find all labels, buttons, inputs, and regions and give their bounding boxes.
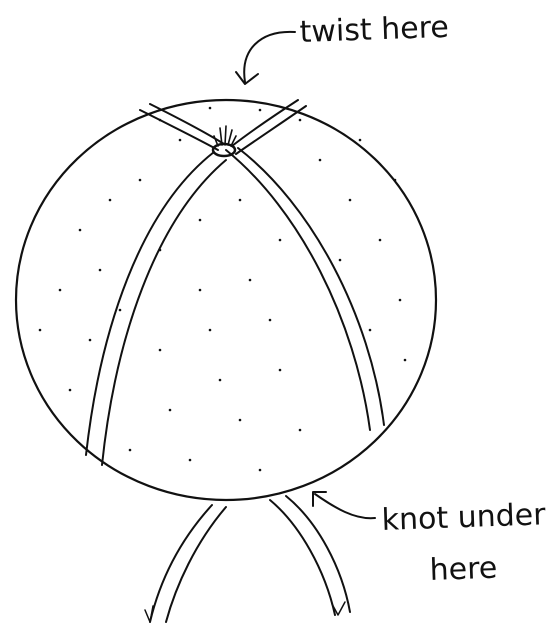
annotation-knot-line1: knot under [381,497,547,538]
arrow-twist [236,32,295,84]
fabric-dots [39,107,407,472]
hanging-ribbon [145,496,350,622]
arrow-knot [313,492,375,518]
ribbon-band-right [226,148,384,430]
twist-knot [213,126,236,156]
annotation-twist: twist here [299,10,449,50]
annotation-knot-line2: here [429,551,498,588]
ribbon-band-left [86,152,226,465]
